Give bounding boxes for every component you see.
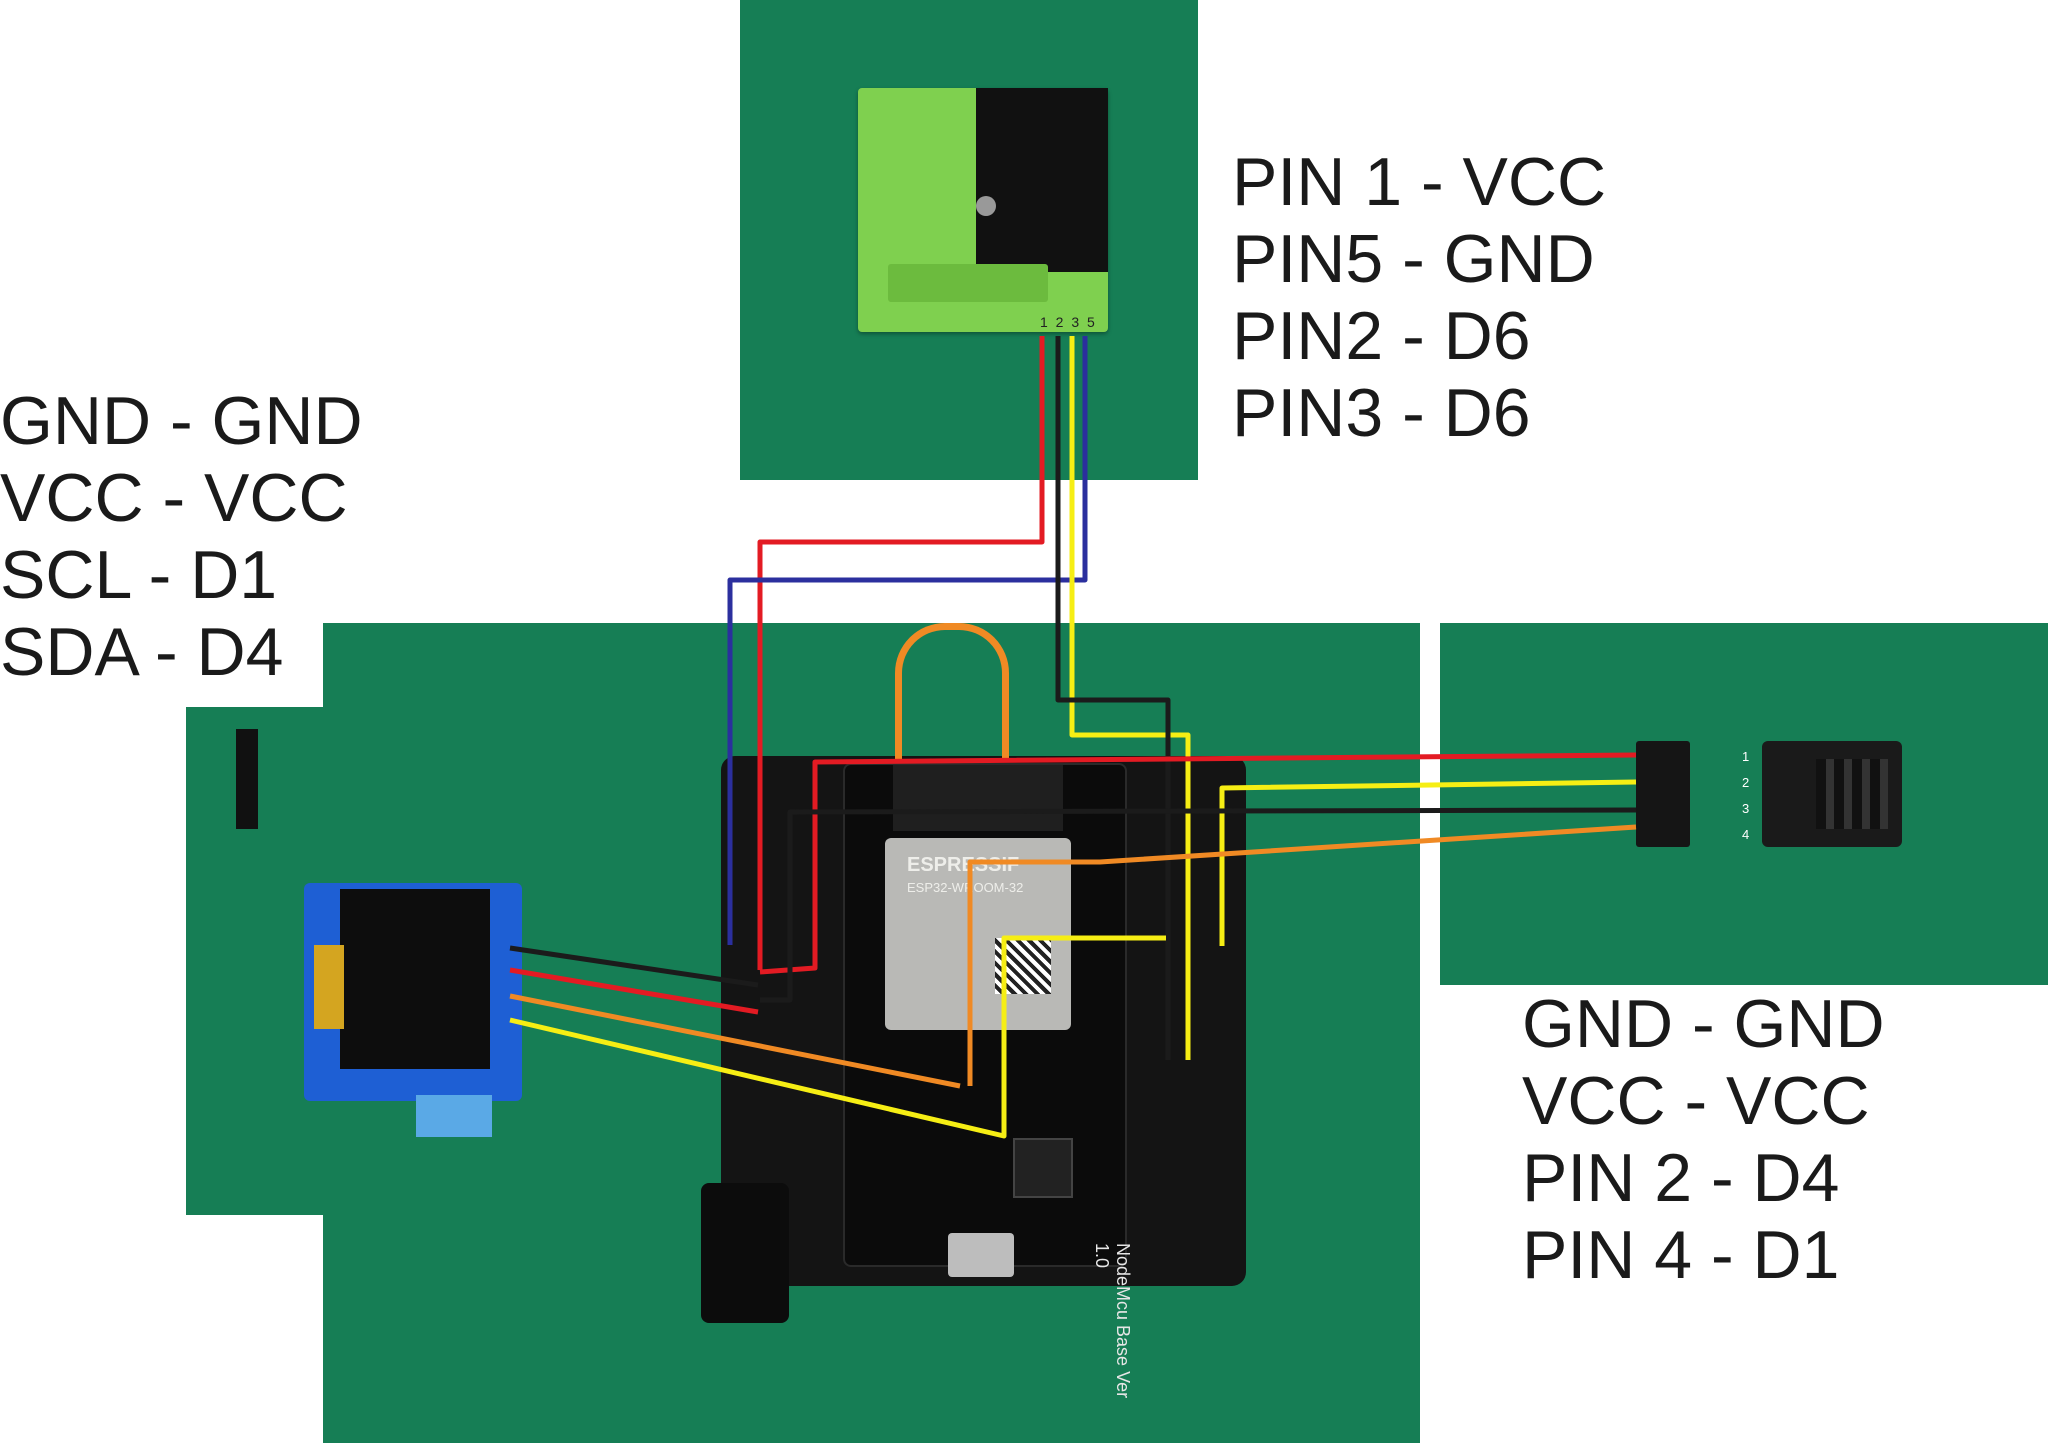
sds011-photo-panel: 1 2 3 5	[740, 0, 1198, 480]
am2320-pin4-wire	[967, 824, 1637, 1086]
am2320-grille	[1816, 759, 1888, 829]
sds011-embossed-logo	[888, 264, 1048, 302]
am2320-pin-1-label: 1	[1742, 749, 1750, 764]
sds011-pin2-wire	[727, 336, 1088, 945]
am2320-photo-panel: 1 2 3 4	[1440, 623, 2048, 985]
sds011-connection-2: PIN5 - GND	[1232, 221, 1595, 297]
am2320-connection-2: VCC - VCC	[1522, 1063, 1870, 1139]
oled-board	[304, 883, 522, 1101]
sds011-pin-markings: 1 2 3 5	[1040, 314, 1097, 330]
oled-screen	[340, 889, 490, 1069]
jumper-loop	[895, 623, 1009, 760]
oled-ribbon-connector	[314, 945, 344, 1029]
am2320-connection-3: PIN 2 - D4	[1522, 1140, 1840, 1216]
esp32-module-shield: ESPRESSIF ESP32-WROOM-32	[885, 838, 1071, 1030]
am2320-connection-4: PIN 4 - D1	[1522, 1217, 1840, 1293]
oled-header-pins	[236, 729, 258, 829]
oled-protective-tab	[416, 1095, 492, 1137]
dc-power-jack	[701, 1183, 789, 1323]
esp32-antenna	[893, 765, 1063, 831]
sds011-connection-4: PIN3 - D6	[1232, 375, 1531, 451]
am2320-vcc-wire	[759, 752, 1637, 975]
oled-scl-wire	[509, 993, 961, 1089]
sds011-connection-1: PIN 1 - VCC	[1232, 144, 1607, 220]
sds011-fan-housing	[976, 88, 1108, 272]
usb-port	[948, 1233, 1014, 1277]
am2320-connection-1: GND - GND	[1522, 986, 1885, 1062]
am2320-pin-2-label: 2	[1742, 775, 1750, 790]
am2320-pin-3-label: 3	[1742, 801, 1750, 816]
sds011-screw	[976, 196, 996, 216]
sds011-sensor: 1 2 3 5	[858, 88, 1108, 332]
oled-connection-4: SDA - D4	[0, 614, 284, 690]
oled-connection-2: VCC - VCC	[0, 460, 348, 536]
sds011-pin3-wire	[1069, 336, 1191, 1060]
oled-photo-panel	[186, 707, 632, 1215]
module-model: ESP32-WROOM-32	[907, 880, 1024, 895]
am2320-gnd-wire	[760, 807, 1637, 1003]
usb-uart-chip	[1013, 1138, 1073, 1198]
oled-connection-1: GND - GND	[0, 383, 363, 459]
sds011-vcc-wire	[757, 336, 1045, 970]
oled-sda-wire	[509, 935, 1166, 1139]
sds011-gnd-wire	[1055, 336, 1171, 1060]
oled-connection-labels: GND - GND VCC - VCC SCL - D1 SDA - D4	[0, 383, 363, 691]
am2320-connector-housing	[1636, 741, 1690, 847]
am2320-sensor	[1762, 741, 1902, 847]
oled-gnd-wire	[509, 945, 759, 988]
am2320-pin-4-label: 4	[1742, 827, 1750, 842]
am2320-connection-labels: GND - GND VCC - VCC PIN 2 - D4 PIN 4 - D…	[1522, 986, 1885, 1294]
sds011-connection-labels: PIN 1 - VCC PIN5 - GND PIN2 - D6 PIN3 - …	[1232, 144, 1606, 452]
sds011-connection-3: PIN2 - D6	[1232, 298, 1531, 374]
am2320-pin2-wire	[1219, 779, 1637, 946]
oled-vcc-wire	[509, 967, 759, 1015]
oled-connection-3: SCL - D1	[0, 537, 278, 613]
